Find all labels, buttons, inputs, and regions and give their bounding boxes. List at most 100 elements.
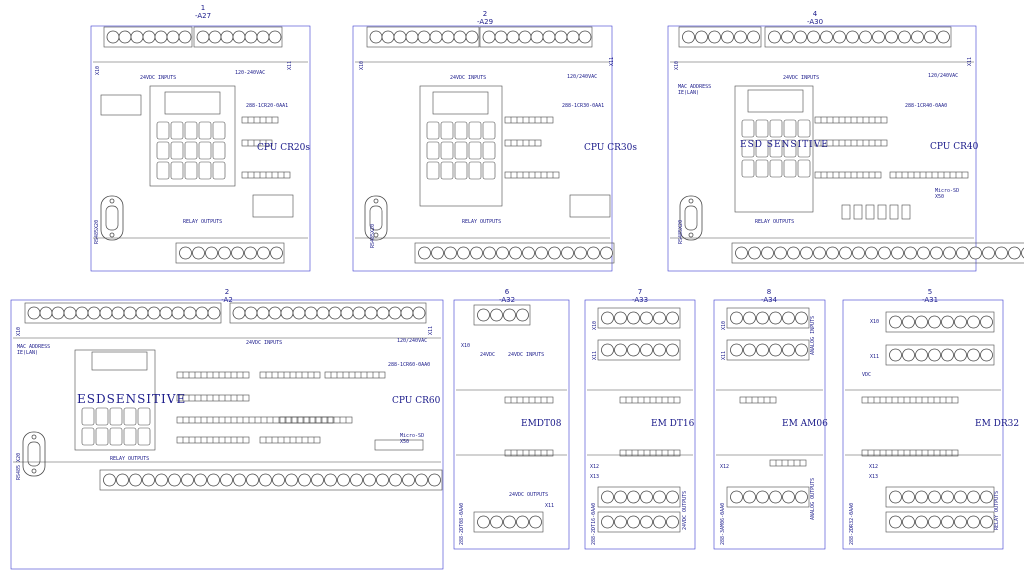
cpu60-vent bbox=[109, 407, 123, 426]
cpu20-vent bbox=[170, 121, 184, 140]
terminal-top-cpu40-screw bbox=[682, 30, 695, 44]
terminal-bot2-emdt16-screw bbox=[640, 515, 653, 529]
power-label-cpu60: 120/240VAC bbox=[397, 338, 428, 344]
terminal-bot2-emdr32-screw bbox=[902, 515, 915, 529]
terminal-bot-cpu60-screw bbox=[350, 473, 363, 487]
outputs-label-cpu60: RELAY OUTPUTS bbox=[110, 456, 150, 462]
terminal-top2-emdr32-screw bbox=[889, 348, 902, 362]
comm-port-cpu30-screw bbox=[373, 232, 379, 238]
terminal-bot-emam06-screw bbox=[756, 490, 769, 504]
comm-port-cpu40-shell bbox=[684, 205, 698, 231]
terminal-top2-cpu60-screw bbox=[364, 306, 378, 320]
cpu20-vent bbox=[212, 141, 226, 160]
terminal-bot-cpu30-screw bbox=[509, 246, 522, 260]
esd-label-cpu60: ESDSENSITIVE bbox=[77, 392, 187, 406]
terminal-bot-cpu30-screw bbox=[483, 246, 496, 260]
terminal-top2-emdt16-housing bbox=[597, 339, 681, 361]
order-code-emdt16: 288-2DT16-0AA0 bbox=[591, 502, 597, 545]
terminal-bot-emdt16-screw bbox=[653, 490, 666, 504]
terminal-bot2-emdr32-screw bbox=[967, 515, 980, 529]
terminal-top-cpu20-screw bbox=[166, 30, 180, 44]
terminal-bot2-emdr32-screw bbox=[915, 515, 928, 529]
terminal-bot2-emdt16-screw bbox=[614, 515, 627, 529]
comm-port-cpu40-screw bbox=[688, 198, 694, 204]
comm-port-cpu20 bbox=[100, 195, 124, 241]
terminal-top2-cpu30-screw bbox=[530, 30, 544, 44]
comm-port-cpu40-screw bbox=[688, 232, 694, 238]
terminal-bot-cpu30-screw bbox=[587, 246, 600, 260]
terminal-top2-cpu60-screw bbox=[232, 306, 246, 320]
cpu-body-cpu20 bbox=[149, 85, 236, 187]
terminal-top-emdt16-screw bbox=[640, 311, 653, 325]
x11-label-emdt08: X11 bbox=[545, 503, 555, 509]
terminal-bot-cpu60-screw bbox=[181, 473, 194, 487]
terminal-bot2-emdr32-screw bbox=[928, 515, 941, 529]
terminal-bot-cpu60-screw bbox=[402, 473, 415, 487]
terminal-bot-cpu60-screw bbox=[259, 473, 272, 487]
terminal-bot-cpu40-screw bbox=[839, 246, 852, 260]
terminal-top2-cpu40-screw bbox=[833, 30, 846, 44]
terminal-bot-cpu20-screw bbox=[179, 246, 192, 260]
terminal-top-emam06-screw bbox=[730, 311, 743, 325]
cpu40-vent bbox=[797, 139, 811, 158]
terminal-bot-cpu30-screw bbox=[418, 246, 431, 260]
terminal-bot2-emdr32-housing bbox=[885, 511, 995, 533]
terminal-bot-cpu60-screw bbox=[142, 473, 155, 487]
terminal-top-cpu30-screw bbox=[465, 30, 479, 44]
led-row-b-cpu20 bbox=[241, 139, 273, 147]
terminal-top2-cpu40-screw bbox=[885, 30, 898, 44]
terminal-bot2-emdr32-screw bbox=[889, 515, 902, 529]
din-clip-cpu40 bbox=[889, 204, 899, 220]
terminal-top-emdt16-screw bbox=[601, 311, 614, 325]
cpu20-vent bbox=[170, 161, 184, 180]
mac-address-label-cpu40: MAC ADDRESS IE(LAN) bbox=[678, 84, 712, 96]
terminal-top2-cpu40-screw bbox=[872, 30, 885, 44]
module-tag-emdr32: 5 -A31 bbox=[921, 288, 939, 304]
terminal-top2-cpu40-screw bbox=[937, 30, 950, 44]
terminal-bot-cpu40-housing bbox=[731, 242, 1024, 264]
terminal-top-emdt08-screw bbox=[516, 308, 529, 322]
terminal-top-emdt16-housing bbox=[597, 307, 681, 329]
terminal-bot-cpu30-screw bbox=[600, 246, 613, 260]
terminal-top2-cpu30-screw bbox=[506, 30, 520, 44]
terminal-bot-emdt08-screw bbox=[503, 515, 516, 529]
terminal-top2-cpu60-screw bbox=[244, 306, 258, 320]
order-code-cpu60: 288-1CR60-0AA0 bbox=[388, 362, 431, 368]
comm-port-label-cpu30: RS485X20 bbox=[370, 223, 376, 248]
terminal-top-cpu60-screw bbox=[51, 306, 65, 320]
module-frame-cpu40 bbox=[667, 25, 977, 272]
terminal-top2-cpu60-screw bbox=[280, 306, 294, 320]
terminal-top-emdr32-screw bbox=[967, 315, 980, 329]
terminal-top-cpu60-screw bbox=[183, 306, 197, 320]
terminal-top2-emdr32-screw bbox=[928, 348, 941, 362]
terminal-bot-emdt08-screw bbox=[529, 515, 542, 529]
x11-label-emdr32: X11 bbox=[870, 354, 880, 360]
terminal-top2-cpu40-housing bbox=[764, 26, 952, 48]
terminal-top2-emam06-screw bbox=[743, 343, 756, 357]
terminal-top-cpu60-screw bbox=[123, 306, 137, 320]
terminal-top-cpu30-housing bbox=[366, 26, 480, 48]
cpu30-vent bbox=[482, 141, 496, 160]
terminal-bot-cpu40-screw bbox=[930, 246, 943, 260]
module-frame-cpu30 bbox=[352, 25, 613, 272]
cpu30-vent bbox=[468, 161, 482, 180]
inputs-label-cpu20: 24VDC INPUTS bbox=[140, 75, 177, 81]
cpu40-vent bbox=[769, 119, 783, 138]
cpu30-vent bbox=[468, 121, 482, 140]
outputs-label-cpu20: RELAY OUTPUTS bbox=[183, 219, 223, 225]
terminal-top-emam06-screw bbox=[782, 311, 795, 325]
terminal-bot-emam06-screw bbox=[782, 490, 795, 504]
terminal-top2-cpu60-screw bbox=[352, 306, 366, 320]
terminal-bot-cpu60-screw bbox=[233, 473, 246, 487]
terminal-bot-cpu40-screw bbox=[865, 246, 878, 260]
terminal-bot-cpu30-screw bbox=[522, 246, 535, 260]
cpu30-vent bbox=[482, 161, 496, 180]
terminal-top-cpu20-screw bbox=[178, 30, 192, 44]
x10-label-emdt16: X10 bbox=[592, 320, 598, 330]
terminal-bot-cpu60-screw bbox=[389, 473, 402, 487]
terminal-top2-cpu30-screw bbox=[518, 30, 532, 44]
comm-port-cpu60-screw bbox=[31, 434, 37, 440]
terminal-bot-emdr32-housing bbox=[885, 486, 995, 508]
terminal-top2-cpu60-screw bbox=[328, 306, 342, 320]
module-frame-cpu20 bbox=[90, 25, 311, 272]
